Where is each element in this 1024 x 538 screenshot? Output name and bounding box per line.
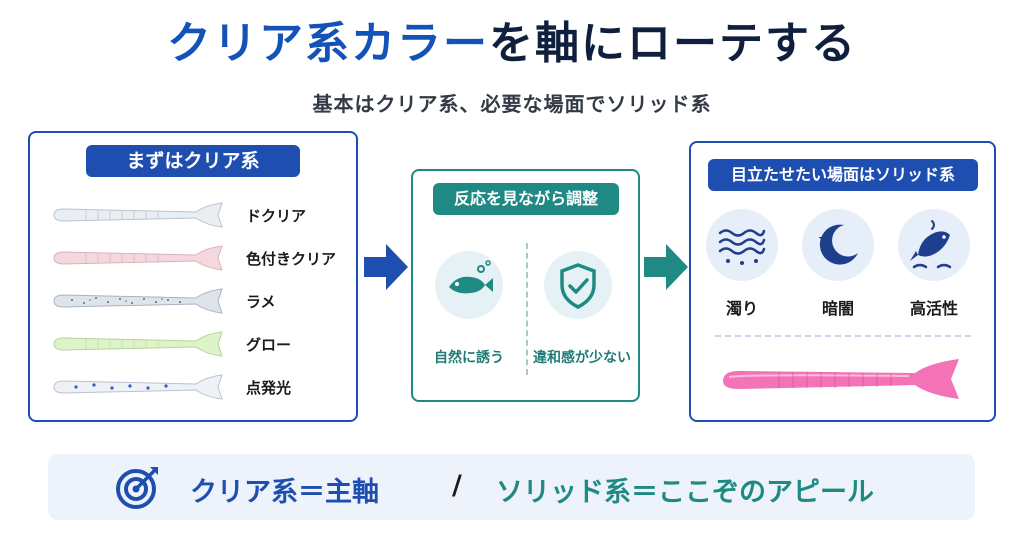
- lure-item: ラメ: [46, 283, 346, 319]
- solid-appeal-text: ソリッド系＝ここぞのアピール: [496, 477, 874, 508]
- tinted-clear-lure-icon: [53, 245, 223, 271]
- lure-item: グロー: [46, 326, 346, 362]
- summary-bar: クリア系＝主軸 / ソリッド系＝ここぞのアピール: [48, 454, 975, 520]
- condition-label: 高活性: [909, 299, 958, 318]
- adjust-panel: 反応を見ながら調整 自然に誘う 違和感が少ない: [411, 169, 640, 402]
- lure-label: ラメ: [246, 293, 276, 311]
- divider: [715, 335, 971, 337]
- arrow-right-icon: [644, 244, 688, 290]
- clear-main-text: クリア系＝主軸: [190, 477, 379, 508]
- clear-panel-heading: まずはクリア系: [86, 145, 300, 177]
- page-subtitle: 基本はクリア系、必要な場面でソリッド系: [312, 92, 712, 116]
- moon-icon: [802, 209, 874, 281]
- natural-appeal-label: 自然に誘う: [434, 350, 504, 366]
- condition-label: 暗闇: [821, 299, 854, 318]
- dotted-glow-lure-icon: [53, 374, 223, 400]
- solid-panel-heading: 目立たせたい場面はソリッド系: [708, 159, 978, 191]
- lure-label: 色付きクリア: [246, 250, 337, 268]
- lure-label: 点発光: [246, 379, 292, 397]
- jumping-fish-icon: [898, 209, 970, 281]
- arrow-right-icon: [364, 244, 408, 290]
- fish-icon: [435, 251, 503, 319]
- solid-pink-lure-icon: [723, 359, 959, 399]
- page-title: クリア系カラーを軸にローテする: [0, 14, 1024, 74]
- clear-lure-icon: [53, 202, 223, 228]
- lure-item: 色付きクリア: [46, 240, 346, 276]
- muddy-water-icon: [706, 209, 778, 281]
- glitter-lure-icon: [53, 288, 223, 314]
- clear-colors-panel: まずはクリア系 ドクリア 色付きクリア ラメ グロー 点: [28, 131, 358, 422]
- adjust-panel-heading: 反応を見ながら調整: [433, 183, 619, 215]
- shield-check-icon: [544, 251, 612, 319]
- separator-slash: /: [452, 470, 462, 501]
- lure-label: ドクリア: [246, 207, 307, 225]
- solid-colors-panel: 目立たせたい場面はソリッド系 濁り 暗闇 高活性: [689, 141, 996, 422]
- lure-label: グロー: [246, 336, 292, 354]
- target-icon: [116, 467, 158, 509]
- condition-label: 濁り: [725, 299, 758, 318]
- divider: [526, 243, 528, 375]
- low-discomfort-label: 違和感が少ない: [533, 350, 631, 366]
- lure-item: ドクリア: [46, 197, 346, 233]
- title-highlight: クリア系カラー: [167, 18, 489, 69]
- glow-lure-icon: [53, 331, 223, 357]
- title-rest: を軸にローテする: [489, 18, 857, 69]
- lure-item: 点発光: [46, 369, 346, 405]
